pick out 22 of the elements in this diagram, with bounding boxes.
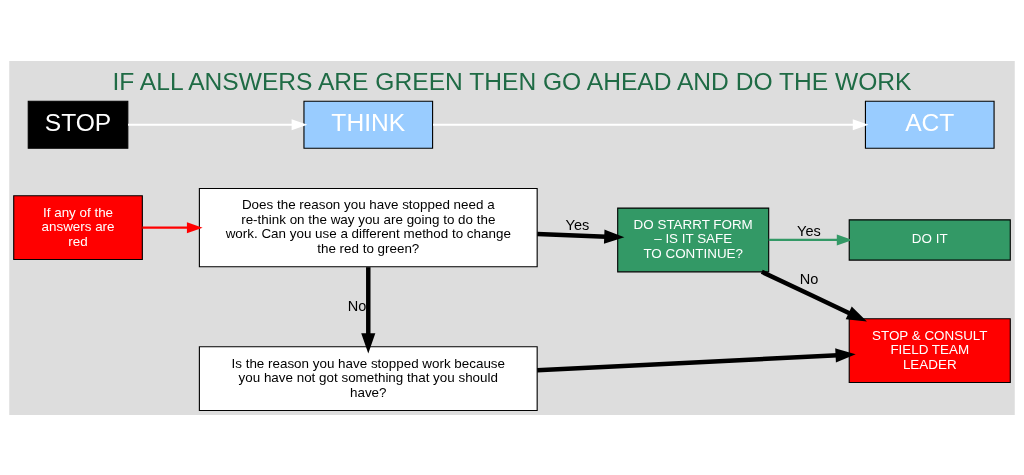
diagram-title: IF ALL ANSWERS ARE GREEN THEN GO AHEAD AND DO THE WORK [112,67,912,95]
node-box: STOP & CONSULT FIELD TEAM LEADER [848,317,1011,383]
arrow [433,118,869,130]
arrow [128,118,308,130]
node-box: DO IT [848,218,1011,261]
edge-label: No [799,270,819,287]
node-box: THINK [303,100,434,149]
edge-label: Yes [565,216,590,233]
edge-label: Yes [797,222,821,239]
arrow [361,266,376,353]
node-box: DO STARRT FORM – IS IT SAFE TO CONTINUE? [617,207,770,272]
arrow [537,229,625,244]
arrow [537,347,856,372]
node-box: If any of the answers are red [13,194,143,260]
arrow [142,221,203,233]
node-box: Is the reason you have stopped work because you have not got something that you should have? [198,345,538,411]
arrow [760,269,867,322]
node-box: ACT [864,100,995,149]
node-box: Does the reason you have stopped need a re-think on the way you are going to do the work. Can you use a different method to change the red to green? [198,187,538,267]
arrow [768,233,853,245]
edge-label: No [347,297,367,314]
node-box: STOP [27,100,129,149]
